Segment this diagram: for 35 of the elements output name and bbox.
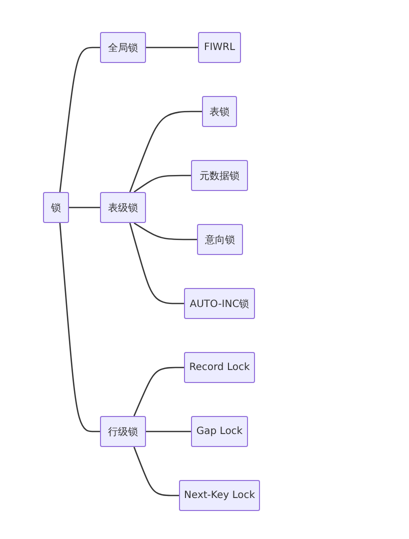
topic-box (184, 352, 255, 383)
topic-box (191, 416, 248, 447)
topic-label: 表级锁 (108, 202, 138, 214)
connector-line (134, 174, 191, 193)
connector-line (133, 446, 179, 496)
topic-box (202, 96, 237, 127)
topic-box (100, 32, 146, 63)
connector-line (146, 46, 198, 48)
connector-line (59, 222, 100, 432)
topic-box (184, 288, 255, 319)
topic-box (179, 480, 260, 511)
topic-label: 全局锁 (108, 42, 138, 54)
connector-line (134, 222, 197, 240)
topic-label: 意向锁 (205, 234, 235, 246)
topic-label: 元数据锁 (200, 170, 240, 182)
topic-label: 锁 (51, 202, 61, 214)
connector-line (146, 430, 191, 432)
topic-label: 表锁 (210, 106, 230, 118)
topic-label: Gap Lock (196, 426, 243, 437)
topic-box (191, 160, 248, 191)
topic-box (197, 224, 243, 255)
topic-label: Record Lock (189, 362, 250, 373)
topic-box (100, 192, 146, 223)
connector-line (133, 366, 184, 416)
topic-box (43, 192, 69, 223)
connector-line (129, 110, 202, 192)
topic-label: Next-Key Lock (184, 490, 255, 501)
topic-label: FIWRL (204, 42, 236, 53)
connector-line (69, 206, 100, 208)
connector-line (59, 46, 100, 192)
topic-box (100, 416, 146, 447)
connector-line (129, 222, 184, 304)
topic-label: AUTO-INC锁 (190, 298, 250, 310)
topic-label: 行级锁 (108, 426, 138, 438)
topic-box (198, 32, 241, 63)
